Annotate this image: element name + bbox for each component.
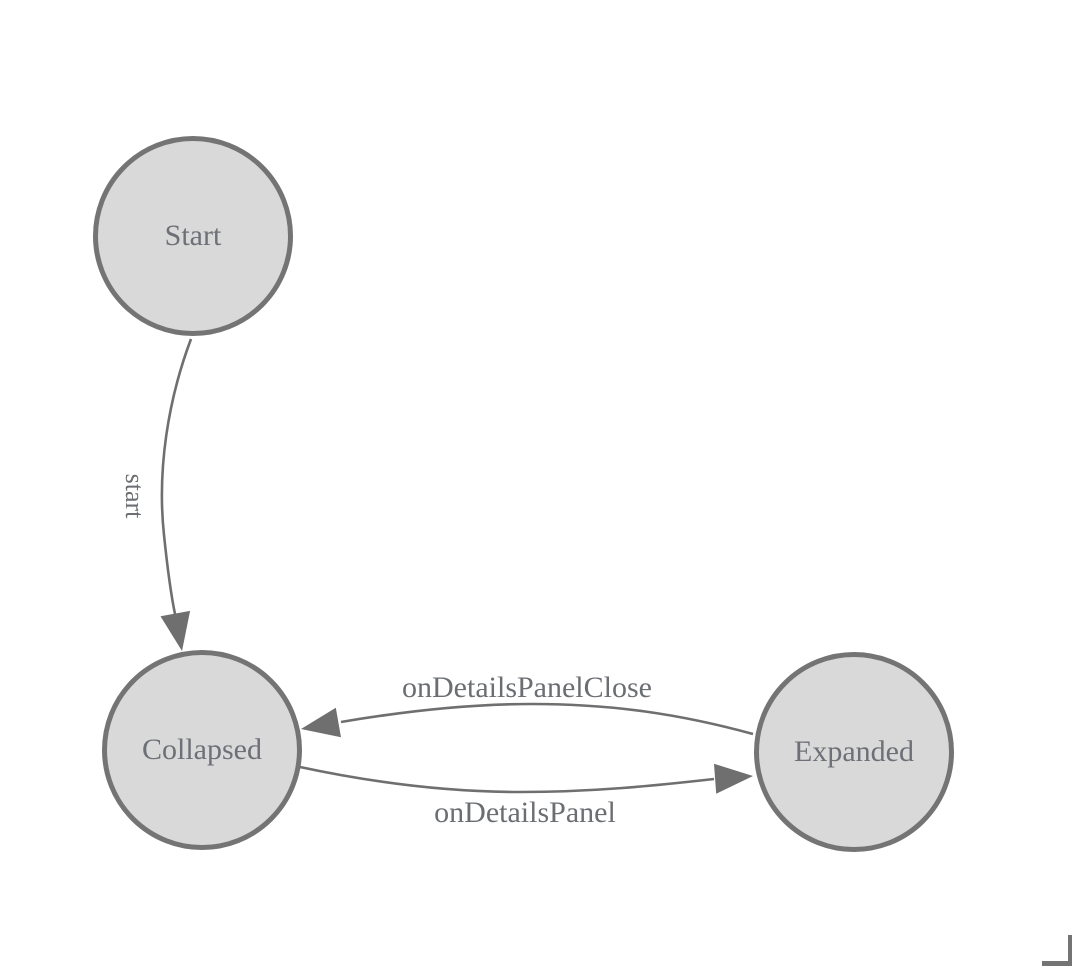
edge-label-ondetailspanel: onDetailsPanel <box>434 796 616 829</box>
state-node-label: Collapsed <box>142 733 262 766</box>
state-node-start[interactable]: Start <box>93 136 293 336</box>
edge-label-ondetailspanelclose: onDetailsPanelClose <box>402 671 652 704</box>
edge-arrowhead <box>160 610 191 651</box>
edge-arrowhead <box>714 763 753 794</box>
state-node-expanded[interactable]: Expanded <box>754 652 954 852</box>
edge-line <box>299 765 715 794</box>
edge-arrowhead <box>301 707 341 738</box>
state-node-label: Start <box>164 219 222 252</box>
edge-start-to-collapsed <box>160 338 193 651</box>
edge-expanded-to-collapsed <box>301 702 754 738</box>
canvas-corner-border <box>1042 935 1072 966</box>
edge-line <box>340 702 754 736</box>
edge-line <box>160 338 193 615</box>
state-node-collapsed[interactable]: Collapsed <box>102 650 302 850</box>
edge-label-start: start <box>120 473 149 519</box>
edge-collapsed-to-expanded <box>299 763 753 794</box>
state-node-label: Expanded <box>794 735 914 768</box>
